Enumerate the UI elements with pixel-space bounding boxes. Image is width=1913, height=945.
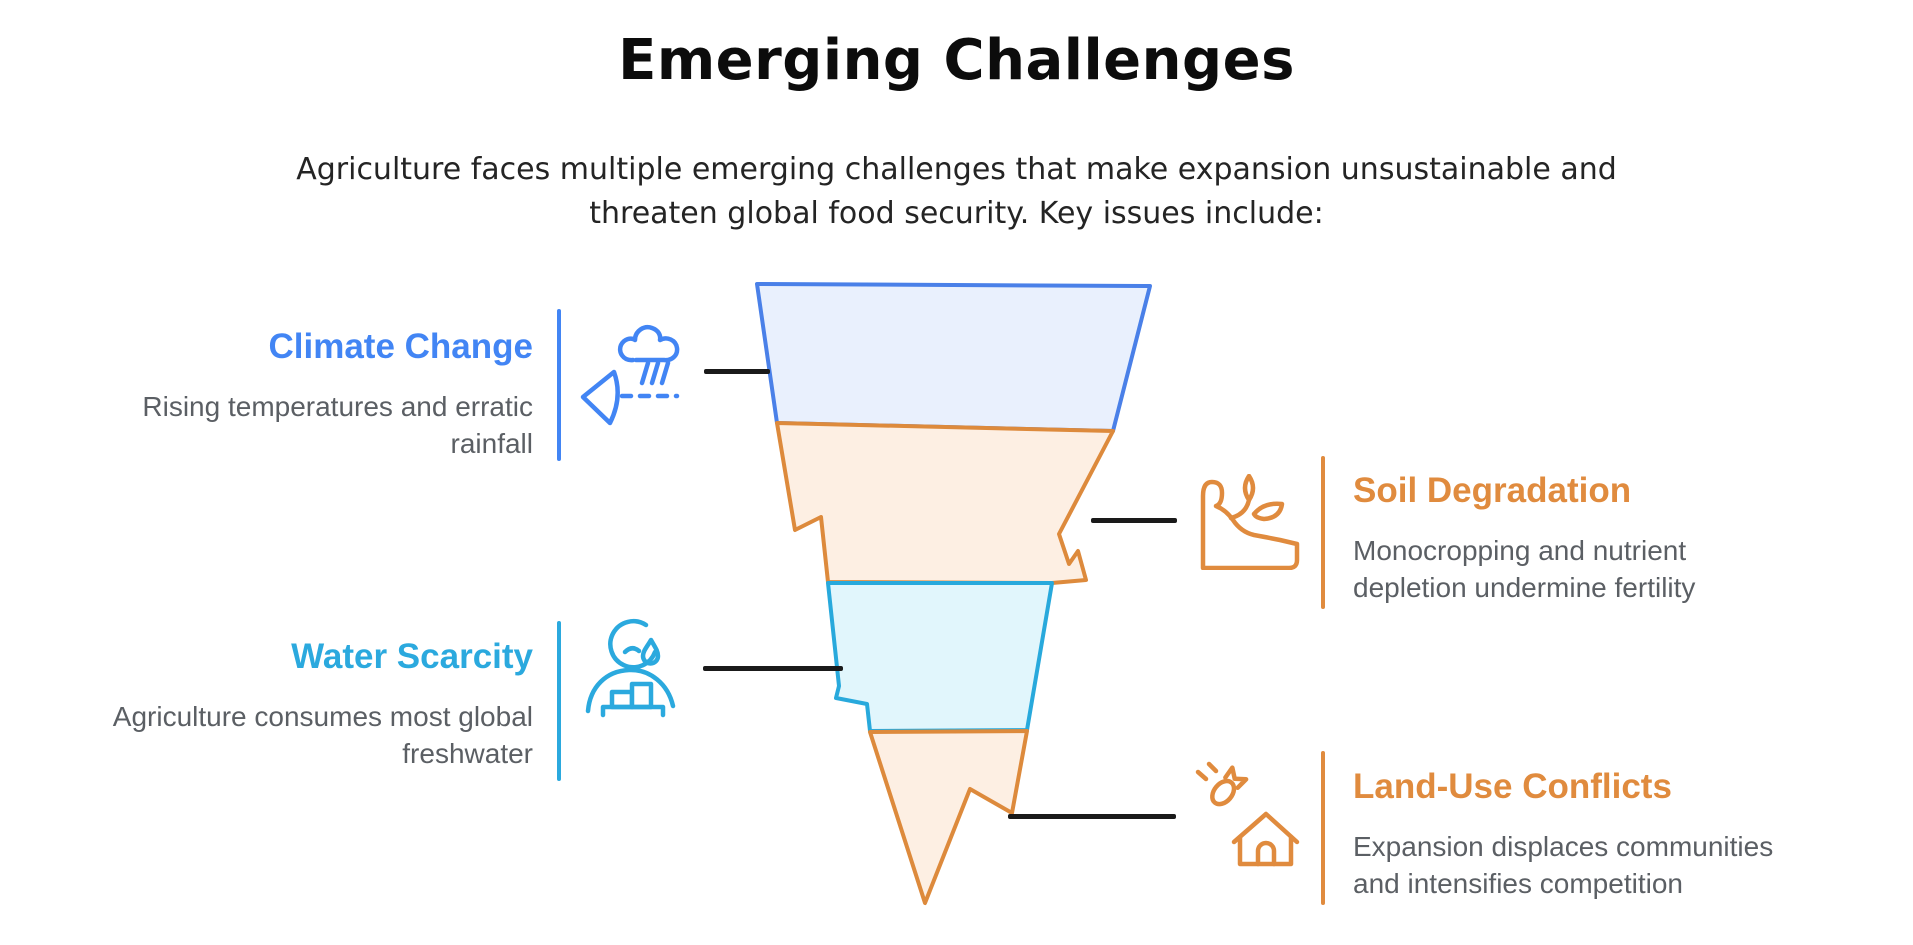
description-line: Expansion displaces communities — [1353, 831, 1774, 862]
page-title: Emerging Challenges — [618, 28, 1295, 93]
connector-water-scarcity — [703, 666, 843, 671]
challenge-title-land-use-conflicts: Land-Use Conflicts — [1353, 767, 1672, 806]
separator-land-use-conflicts — [1321, 751, 1325, 905]
description-line: Agriculture consumes most global — [112, 701, 533, 732]
funnel-segment-climate-change — [755, 282, 1152, 433]
challenge-block-climate-change: Climate Change Rising temperatures and e… — [63, 326, 533, 462]
challenge-block-water-scarcity: Water Scarcity Agriculture consumes most… — [63, 636, 533, 772]
challenge-description-climate-change: Rising temperatures and erratic rainfall — [63, 388, 533, 462]
house-bomb-icon — [1192, 758, 1304, 870]
sprouting-plant-icon — [1196, 474, 1302, 570]
challenge-title-soil-degradation: Soil Degradation — [1353, 471, 1632, 510]
cloud-rain-wind-icon — [576, 316, 686, 428]
challenge-title-water-scarcity: Water Scarcity — [291, 637, 533, 676]
separator-water-scarcity — [557, 621, 561, 781]
description-line: Rising temperatures and erratic — [142, 391, 533, 422]
funnel-segment-water-scarcity — [826, 581, 1054, 733]
description-line: rainfall — [450, 428, 533, 459]
challenge-description-soil-degradation: Monocropping and nutrient depletion unde… — [1353, 532, 1823, 606]
funnel-segment-soil-degradation — [775, 421, 1115, 585]
funnel-segment-land-use-conflicts — [868, 729, 1029, 905]
separator-climate-change — [557, 309, 561, 461]
description-line: and intensifies competition — [1353, 868, 1683, 899]
separator-soil-degradation — [1321, 456, 1325, 609]
connector-soil-degradation — [1091, 518, 1177, 523]
challenge-block-land-use-conflicts: Land-Use Conflicts Expansion displaces c… — [1353, 766, 1833, 902]
challenge-title-climate-change: Climate Change — [268, 327, 534, 366]
description-line: Monocropping and nutrient — [1353, 535, 1687, 566]
challenge-description-land-use-conflicts: Expansion displaces communities and inte… — [1353, 828, 1833, 902]
page-subtitle-line2: threaten global food security. Key issue… — [589, 196, 1324, 231]
challenge-block-soil-degradation: Soil Degradation Monocropping and nutrie… — [1353, 470, 1823, 606]
person-teardrop-chart-icon — [584, 614, 678, 718]
page-subtitle: Agriculture faces multiple emerging chal… — [0, 148, 1913, 236]
challenge-description-water-scarcity: Agriculture consumes most global freshwa… — [63, 698, 533, 772]
connector-land-use-conflicts — [1008, 814, 1176, 819]
description-line: depletion undermine fertility — [1353, 572, 1696, 603]
page-subtitle-line1: Agriculture faces multiple emerging chal… — [296, 152, 1617, 187]
description-line: freshwater — [402, 738, 533, 769]
connector-climate-change — [704, 369, 770, 374]
